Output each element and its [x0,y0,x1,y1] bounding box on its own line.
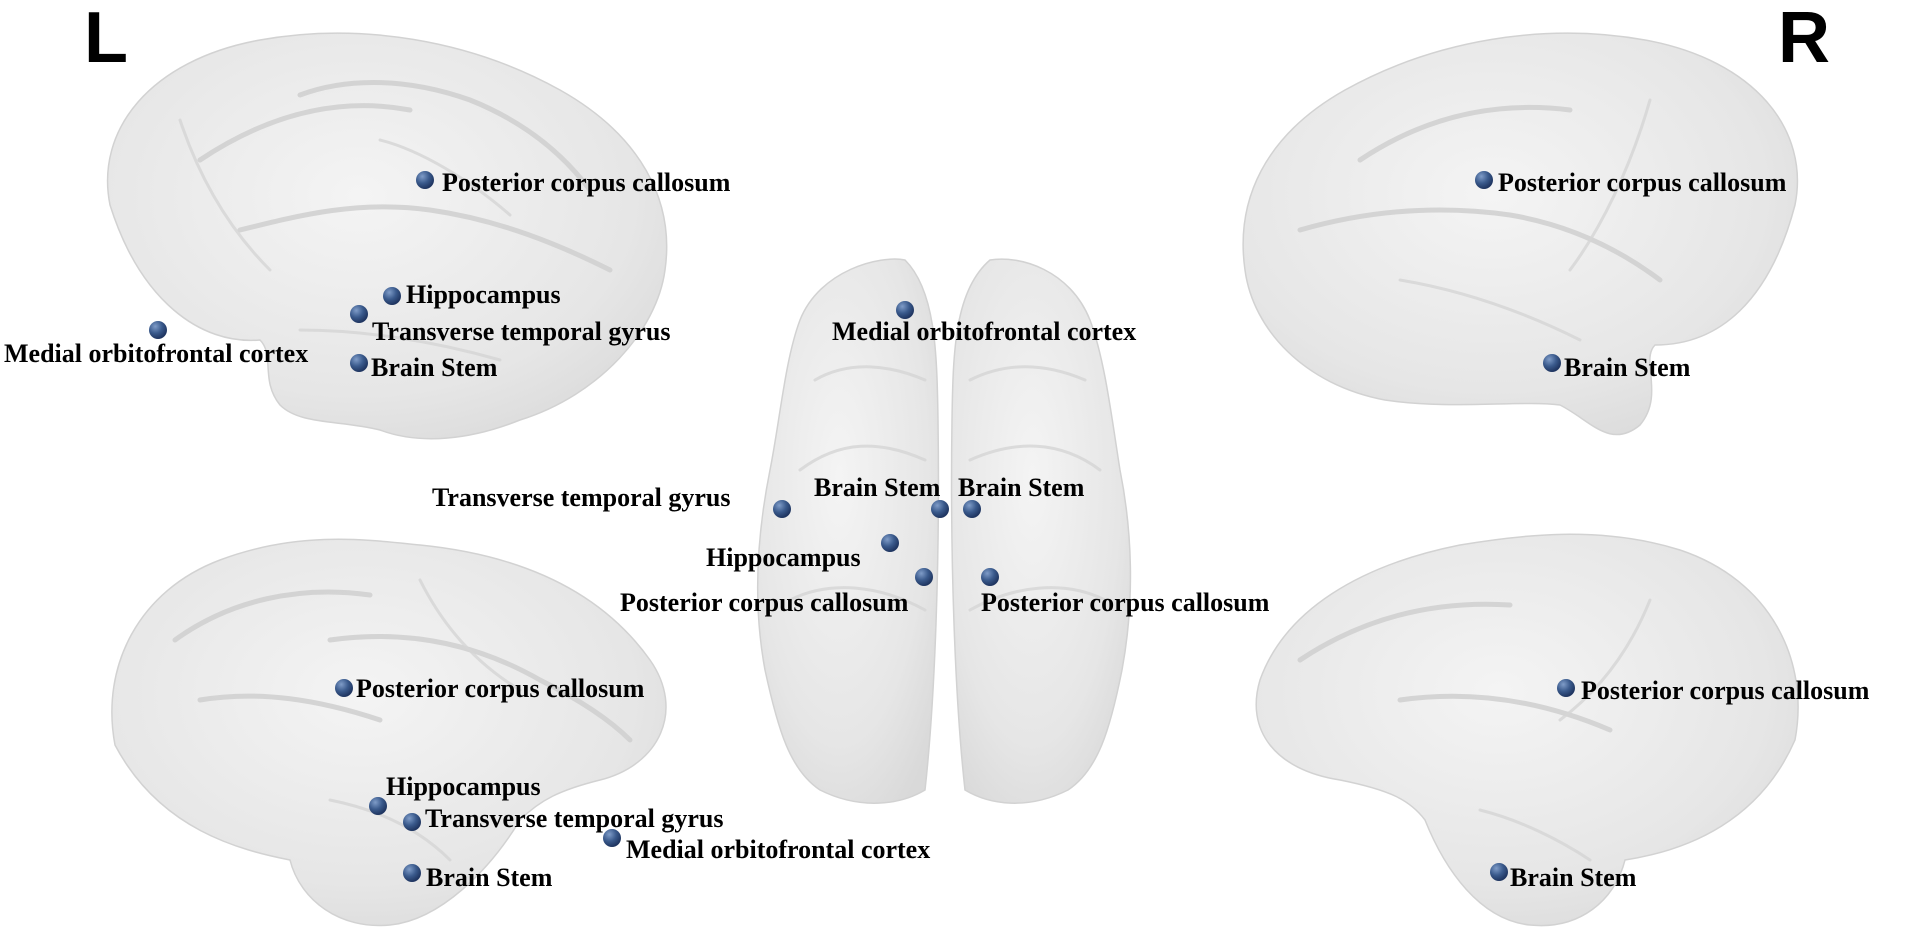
left-lateral-view [106,32,668,440]
network-nodes: Posterior corpus callosum Hippocampus Tr… [4,168,1870,892]
node-hippocampus [369,797,387,815]
node-medial-orbitofrontal-cortex [149,321,167,339]
right-medial-sulcus [1478,808,1592,862]
node-hippocampus [383,287,401,305]
dorsal-sulcus [788,586,927,612]
left-medial-sulcus [327,633,633,743]
left-lateral-sulcus [298,328,502,362]
label-medial-orbitofrontal-cortex: Medial orbitofrontal cortex [626,835,930,864]
label-brain-stem: Brain Stem [1564,353,1691,382]
node-transverse-temporal-gyrus [403,813,421,831]
label-medial-orbitofrontal-cortex: Medial orbitofrontal cortex [832,317,1136,346]
right-lateral-cortex [1242,32,1799,436]
node-transverse-temporal-gyrus [773,500,791,518]
label-posterior-corpus-callosum: Posterior corpus callosum [620,588,909,617]
node-posterior-corpus-callosum [1475,171,1493,189]
right-lateral-view [1242,32,1799,436]
node-brain-stem [403,864,421,882]
label-transverse-temporal-gyrus: Transverse temporal gyrus [425,804,723,833]
label-brain-stem: Brain Stem [371,353,498,382]
label-medial-orbitofrontal-cortex: Medial orbitofrontal cortex [4,339,308,368]
left-lateral-sulcus [197,103,413,163]
left-medial-cortex [111,538,667,927]
dorsal-sulcus [968,365,1087,382]
dorsal-sulcus [968,444,1102,472]
left-medial-view [111,538,667,927]
label-transverse-temporal-gyrus: Transverse temporal gyrus [372,317,670,346]
node-medial-orbitofrontal-cortex [896,301,914,319]
dorsal-sulcus [968,586,1107,612]
left-hemisphere-letter: L [84,0,128,78]
dorsal-sulcus [813,365,927,382]
left-lateral-sulcus [237,204,613,273]
left-lateral-sulcus [378,138,512,217]
label-transverse-temporal-gyrus: Transverse temporal gyrus [432,483,730,512]
left-lateral-sulcus [297,80,593,193]
node-transverse-temporal-gyrus [350,305,368,323]
node-brain-stem [1543,354,1561,372]
dorsal-sulcus [798,444,927,472]
node-posterior-corpus-callosum [915,568,933,586]
label-brain-stem: Brain Stem [958,473,1085,502]
node-posterior-corpus-callosum [1557,679,1575,697]
label-posterior-corpus-callosum: Posterior corpus callosum [442,168,731,197]
node-brain-stem [963,500,981,518]
right-lateral-sulcus [1357,104,1573,163]
label-hippocampus: Hippocampus [706,543,861,572]
node-posterior-corpus-callosum [981,568,999,586]
node-posterior-corpus-callosum [416,171,434,189]
left-medial-sulcus [418,578,522,692]
right-lateral-sulcus [1297,207,1663,283]
node-brain-stem [1490,863,1508,881]
right-medial-view [1255,533,1799,927]
label-hippocampus: Hippocampus [406,280,561,309]
left-medial-sulcus [197,693,383,723]
label-brain-stem: Brain Stem [1510,863,1637,892]
right-medial-sulcus [1297,601,1513,663]
node-hippocampus [881,534,899,552]
left-medial-sulcus [328,798,452,862]
label-posterior-corpus-callosum: Posterior corpus callosum [1581,676,1870,705]
label-brain-stem: Brain Stem [814,473,941,502]
right-hemisphere-letter: R [1778,0,1830,78]
node-medial-orbitofrontal-cortex [603,829,621,847]
left-lateral-sulcus [178,118,272,272]
left-medial-sulcus [172,589,373,643]
node-brain-stem [350,354,368,372]
label-hippocampus: Hippocampus [386,772,541,801]
label-brain-stem: Brain Stem [426,863,553,892]
label-posterior-corpus-callosum: Posterior corpus callosum [981,588,1270,617]
right-medial-cortex [1255,533,1799,927]
node-brain-stem [931,500,949,518]
right-lateral-sulcus [1568,98,1652,272]
label-posterior-corpus-callosum: Posterior corpus callosum [356,674,645,703]
right-medial-sulcus [1558,598,1652,722]
right-lateral-sulcus [1398,278,1582,342]
node-posterior-corpus-callosum [335,679,353,697]
label-posterior-corpus-callosum: Posterior corpus callosum [1498,168,1787,197]
right-dorsal-hemisphere [950,258,1132,804]
dorsal-view [756,258,1132,804]
right-medial-sulcus [1397,693,1613,733]
left-dorsal-hemisphere [756,258,940,804]
